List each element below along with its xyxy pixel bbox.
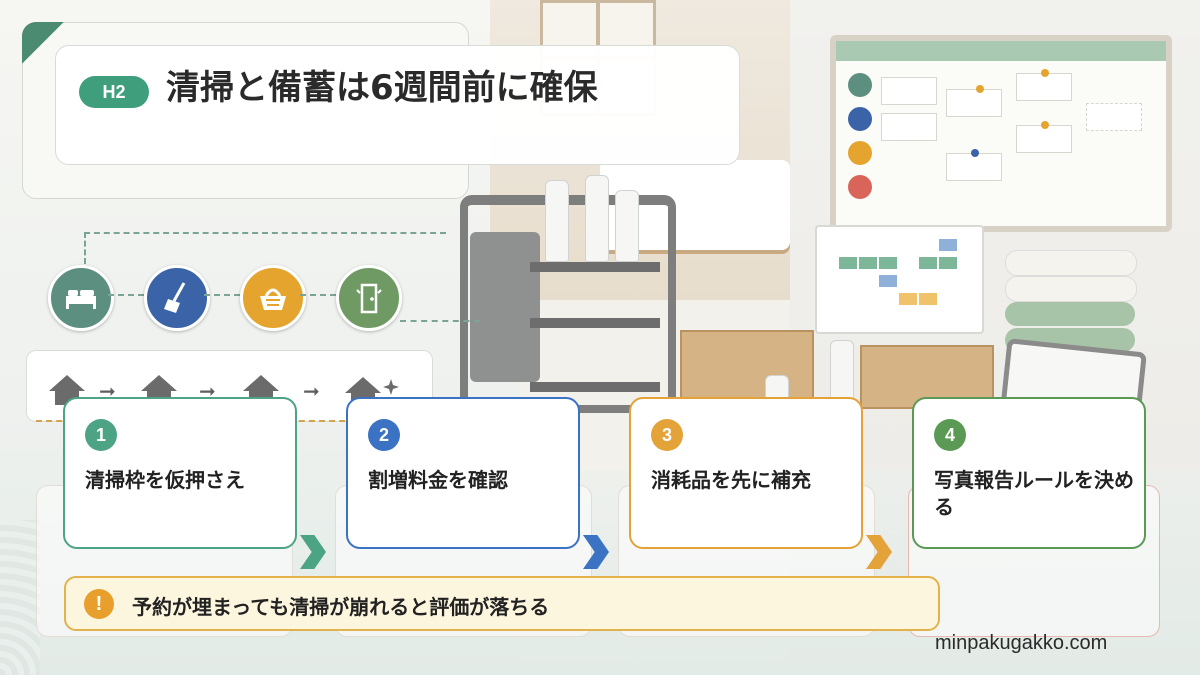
flow-dashed-path <box>400 320 480 322</box>
step-label: 消耗品を先に補充 <box>651 468 811 492</box>
warning-text: 予約が埋まっても清掃が崩れると評価が落ちる <box>132 595 550 619</box>
flow-dashed-path <box>84 232 446 264</box>
step-label: 割増料金を確認 <box>368 468 508 492</box>
step-label: 清掃枠を仮押さえ <box>85 468 245 492</box>
step-number: 1 <box>85 419 117 451</box>
schedule-board-illustration <box>830 35 1172 232</box>
spray-bottle-illustration <box>615 190 639 262</box>
towel-stack-illustration <box>1005 302 1135 326</box>
step-card-2: 2 割増料金を確認 <box>346 397 580 549</box>
exclamation-icon: ! <box>84 589 114 619</box>
cart-bag-illustration <box>470 232 540 382</box>
flow-connector <box>108 294 144 296</box>
flow-connector <box>300 294 336 296</box>
step-number: 4 <box>934 419 966 451</box>
toiletry-bottle-illustration <box>830 340 854 402</box>
cart-shelf <box>530 382 660 392</box>
spray-bottle-illustration <box>585 175 609 262</box>
supply-box-illustration <box>680 330 814 404</box>
heading-level-badge: H2 <box>79 76 149 108</box>
step-card-3: 3 消耗品を先に補充 <box>629 397 863 549</box>
step-card-4: 4 写真報告ルールを決める <box>912 397 1146 549</box>
flow-step-door <box>336 265 402 331</box>
step-number: 3 <box>651 419 683 451</box>
step-number: 2 <box>368 419 400 451</box>
towel-stack-illustration <box>1005 250 1137 276</box>
spray-bottle-illustration <box>545 180 569 262</box>
cart-shelf <box>530 262 660 272</box>
bed-icon <box>66 290 96 309</box>
broom-icon <box>164 282 186 313</box>
warning-banner: ! 予約が埋まっても清掃が崩れると評価が落ちる <box>64 576 940 631</box>
title-card: H2 清掃と備蓄は6週間前に確保 <box>55 45 740 165</box>
flow-step-bed <box>48 265 114 331</box>
flow-connector <box>204 294 240 296</box>
door-icon <box>356 283 382 314</box>
site-url: minpakugakko.com <box>935 632 1108 654</box>
basket-icon <box>260 288 286 310</box>
calendar-illustration <box>815 225 984 334</box>
arrow-icon: ➞ <box>303 379 320 403</box>
towel-stack-illustration <box>1005 276 1137 302</box>
cart-shelf <box>530 318 660 328</box>
page-title: 清掃と備蓄は6週間前に確保 <box>166 68 598 108</box>
step-card-1: 1 清掃枠を仮押さえ <box>63 397 297 549</box>
step-label: 写真報告ルールを決める <box>934 468 1134 519</box>
wave-pattern-decoration <box>0 520 40 675</box>
flow-step-broom <box>144 265 210 331</box>
flow-step-basket <box>240 265 306 331</box>
